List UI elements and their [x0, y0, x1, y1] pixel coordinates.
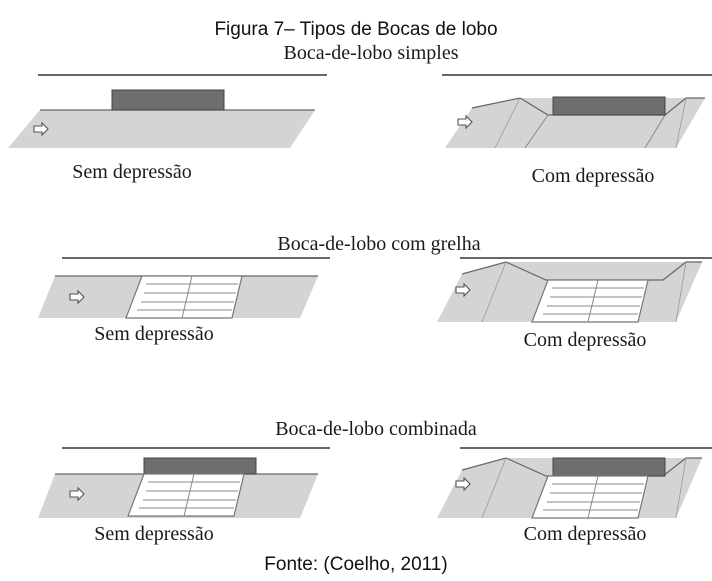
- section-title: Boca-de-lobo simples: [284, 42, 459, 64]
- section-combinada: Boca-de-lobo combinada Sem depressão Com…: [38, 418, 712, 545]
- pavement: [8, 110, 315, 148]
- label-com-depressao: Com depressão: [524, 329, 647, 351]
- simple-inlet-flat: [8, 74, 327, 148]
- grate-inlet-depressed: [437, 257, 712, 323]
- curb-opening: [111, 89, 225, 111]
- section-title: Boca-de-lobo combinada: [275, 418, 477, 440]
- label-sem-depressao: Sem depressão: [94, 523, 213, 545]
- label-sem-depressao: Sem depressão: [72, 161, 191, 183]
- curb-opening: [552, 96, 666, 116]
- section-title: Boca-de-lobo com grelha: [277, 233, 480, 255]
- grate: [531, 475, 649, 519]
- figure-source: Fonte: (Coelho, 2011): [264, 554, 448, 575]
- section-simples: Boca-de-lobo simples Sem depressão Com d…: [8, 42, 712, 187]
- grate: [125, 275, 243, 319]
- section-grelha: Boca-de-lobo com grelha Sem depressão Co…: [38, 233, 712, 351]
- label-com-depressao: Com depressão: [524, 523, 647, 545]
- combined-inlet-flat: [38, 447, 330, 518]
- combined-inlet-depressed: [437, 447, 712, 519]
- grate: [127, 473, 245, 517]
- simple-inlet-depressed: [442, 74, 712, 149]
- figure-title: Figura 7– Tipos de Bocas de lobo: [214, 19, 498, 40]
- curb-opening: [143, 457, 257, 475]
- grate-inlet-flat: [38, 257, 330, 319]
- curb-opening: [552, 457, 666, 477]
- label-sem-depressao: Sem depressão: [94, 323, 213, 345]
- label-com-depressao: Com depressão: [532, 165, 655, 187]
- grate: [531, 279, 649, 323]
